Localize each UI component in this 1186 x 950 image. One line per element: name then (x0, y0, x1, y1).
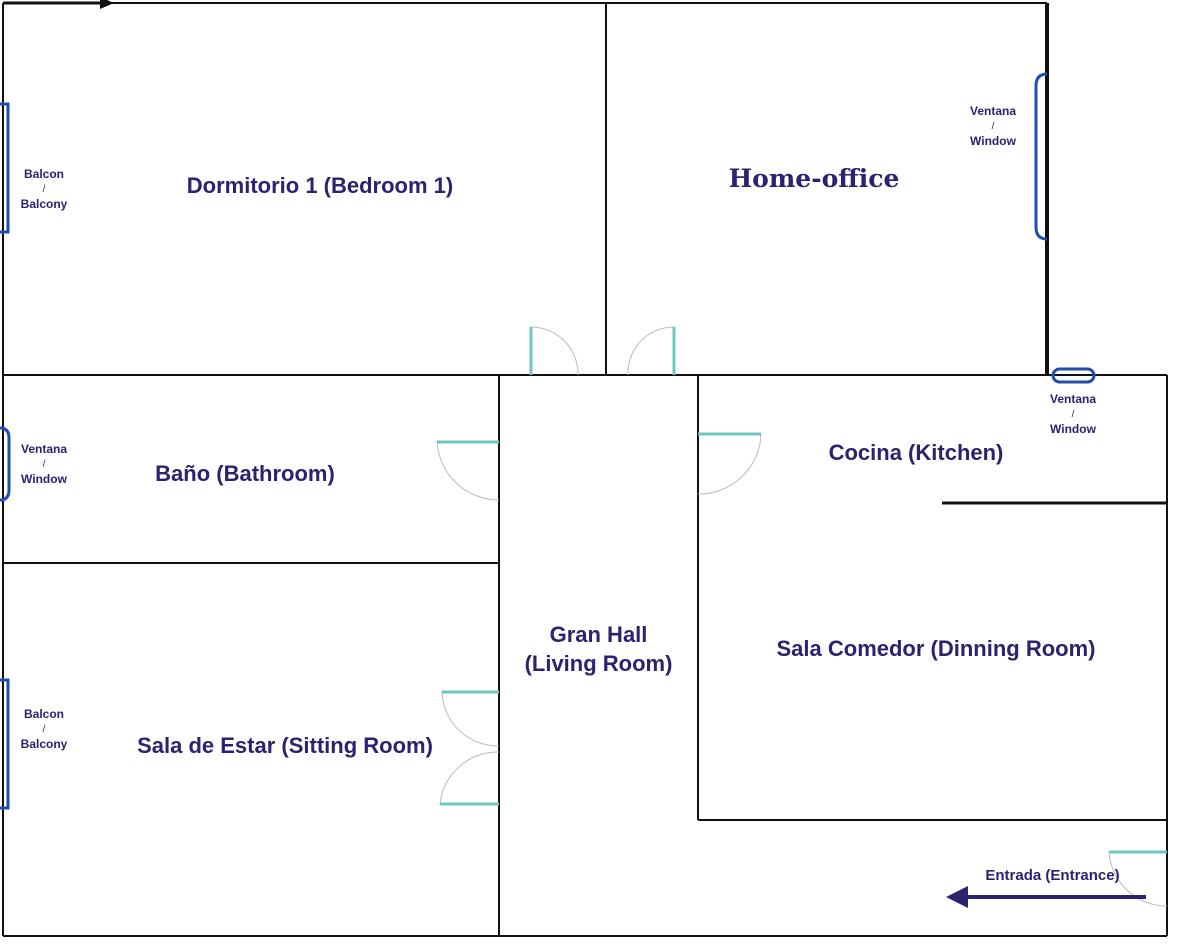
window-bath-sep: / (42, 459, 46, 470)
balcony-top-line2: Balcony (20, 197, 68, 211)
door-bedroom-icon (529, 326, 579, 376)
door-sitting-upper-icon (441, 690, 500, 747)
room-label-dining-room: Sala Comedor (Dinning Room) (776, 636, 1096, 661)
doors (436, 326, 1168, 907)
balcony-bottom-line2: Balcony (20, 737, 68, 751)
living-room-line1: Gran Hall (549, 622, 648, 647)
label-balcony-top: Balcon / Balcony (0, 167, 89, 212)
living-room-line2: (Living Room) (524, 651, 673, 676)
window-office-sep: / (991, 121, 995, 132)
window-kitchen-line2: Window (1050, 422, 1096, 436)
door-bath-icon (436, 440, 500, 501)
label-window-bath: Ventana / Window (0, 442, 89, 487)
room-label-living-room: Gran Hall (Living Room) (499, 620, 698, 678)
balcony-bottom-icon (0, 678, 10, 810)
window-kitchen-sep: / (1071, 409, 1075, 420)
window-bath-icon (0, 426, 11, 502)
window-office-line1: Ventana (969, 104, 1017, 118)
balcony-top-icon (0, 102, 10, 234)
door-entrance-icon (1108, 850, 1168, 907)
label-window-kitchen: Ventana / Window (1028, 392, 1118, 437)
window-office-icon (1034, 72, 1048, 241)
window-bath-line2: Window (21, 472, 67, 486)
window-bath-line1: Ventana (20, 442, 68, 456)
door-sitting-lower-icon (439, 751, 500, 806)
window-kitchen-line1: Ventana (1049, 392, 1097, 406)
room-label-entrance: Entrada (Entrance) (985, 867, 1120, 884)
label-window-office: Ventana / Window (948, 104, 1038, 149)
door-kitchen-icon (697, 432, 762, 495)
north-arrow-icon (3, 0, 114, 9)
balcony-bottom-sep: / (42, 724, 46, 735)
room-label-sitting-room: Sala de Estar (Sitting Room) (137, 733, 433, 758)
label-balcony-bottom: Balcon / Balcony (0, 707, 89, 752)
door-office-icon (627, 326, 676, 376)
room-label-bathroom: Baño (Bathroom) (155, 461, 335, 486)
balcony-top-sep: / (42, 184, 46, 195)
balcony-top-line1: Balcon (23, 167, 64, 181)
balcony-bottom-line1: Balcon (23, 707, 64, 721)
openings (0, 72, 1096, 810)
room-label-kitchen: Cocina (Kitchen) (828, 440, 1004, 465)
window-office-line2: Window (970, 134, 1016, 148)
room-label-home-office: Home-office (728, 164, 900, 193)
walls (2, 2, 1168, 937)
window-kitchen-icon (1051, 367, 1096, 384)
entrance-arrow-icon (946, 886, 1146, 908)
room-label-bedroom1: Dormitorio 1 (Bedroom 1) (186, 173, 454, 198)
